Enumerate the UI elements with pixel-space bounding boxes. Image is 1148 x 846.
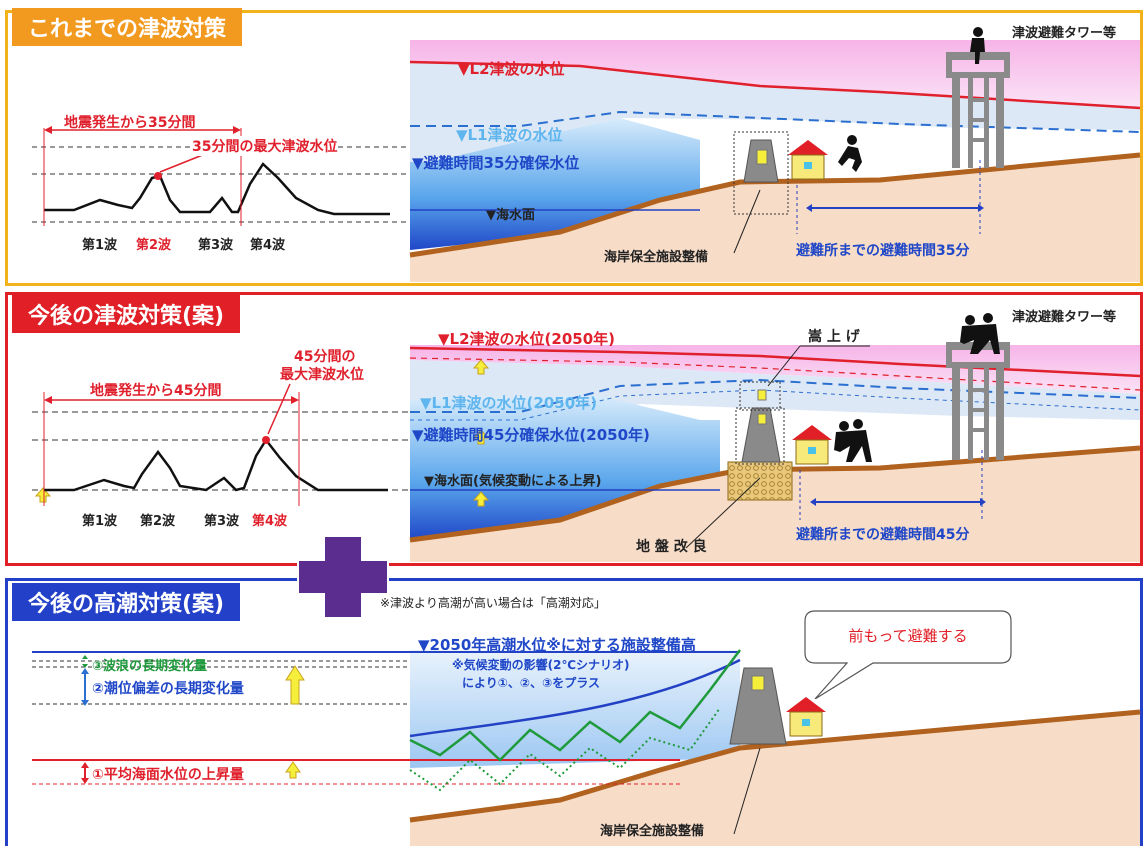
- panel3-item3: ③波浪の長期変化量: [92, 659, 208, 674]
- panel2-max-level-2: 最大津波水位: [280, 367, 364, 383]
- panel2-wave-1: 第1波: [82, 514, 118, 529]
- panel2-wave-3: 第3波: [204, 514, 240, 529]
- panel1-tower-label: 津波避難タワー等: [1012, 26, 1117, 41]
- panel2-wave-4: 第4波: [252, 514, 288, 529]
- panel1-quake-span: 地震発生から35分間: [64, 115, 196, 131]
- panel2-waveform: [43, 383, 388, 506]
- panel1-l2-level: ▼L2津波の水位: [458, 60, 565, 78]
- panel3-title: 今後の高潮対策(案): [12, 583, 241, 621]
- panel1-max-level: 35分間の最大津波水位: [192, 136, 338, 156]
- panel3-item2: ②潮位偏差の長期変化量: [92, 681, 244, 697]
- panel2-wave-2: 第2波: [140, 514, 176, 529]
- panel2-ground-label: 地 盤 改 良: [636, 539, 707, 555]
- callout-bubble: 前もって避難する: [803, 609, 1013, 699]
- panel3-facility: 海岸保全施設整備: [600, 824, 705, 839]
- panel3-climate-2: により①、②、③をプラス: [462, 676, 601, 690]
- panel3-level-2050: ▼2050年高潮水位※に対する施設整備高: [418, 636, 696, 654]
- panel1-sea-level: ▼海水面: [486, 208, 535, 223]
- panel3-scene: [32, 649, 1141, 846]
- panel2-title: 今後の津波対策(案): [12, 295, 241, 333]
- panel3-item1: ①平均海面水位の上昇量: [92, 767, 244, 783]
- panel3-note: ※津波より高潮が高い場合は「高潮対応」: [380, 596, 606, 610]
- panel2-l2-level: ▼L2津波の水位(2050年): [438, 330, 615, 348]
- panel1-evac-time: 避難所までの避難時間35分: [796, 243, 970, 259]
- plus-icon: [297, 535, 389, 619]
- panel1-wave-1: 第1波: [82, 238, 118, 253]
- panel2-evac-level: ▼避難時間45分確保水位(2050年): [412, 426, 650, 444]
- panel1-wave-2: 第2波: [136, 238, 172, 253]
- panel2-evac-time: 避難所までの避難時間45分: [796, 527, 970, 543]
- panel2-raise-label: 嵩 上 げ: [808, 329, 860, 345]
- panel1-title: これまでの津波対策: [12, 8, 243, 46]
- callout-shape: [804, 610, 1012, 699]
- panel1-wave-4: 第4波: [250, 238, 286, 253]
- panel2-scene: [32, 313, 1141, 562]
- panel2-sea-level: ▼海水面(気候変動による上昇): [424, 474, 602, 489]
- panel1-wave-3: 第3波: [198, 238, 234, 253]
- panel2-quake-span: 地震発生から45分間: [90, 383, 222, 399]
- panel1-l1-level: ▼L1津波の水位: [456, 126, 563, 144]
- callout-text: 前もって避難する: [848, 627, 968, 645]
- panel3-climate-1: ※気候変動の影響(2℃シナリオ): [452, 658, 630, 672]
- panel1-evac-level: ▼避難時間35分確保水位: [412, 154, 580, 172]
- panel2-l1-level: ▼L1津波の水位(2050年): [420, 394, 597, 412]
- panel2-max-level-1: 45分間の: [294, 349, 356, 365]
- panel1-scene: [32, 27, 1141, 282]
- panel1-facility: 海岸保全施設整備: [604, 250, 709, 265]
- panel2-tower-label: 津波避難タワー等: [1012, 310, 1117, 325]
